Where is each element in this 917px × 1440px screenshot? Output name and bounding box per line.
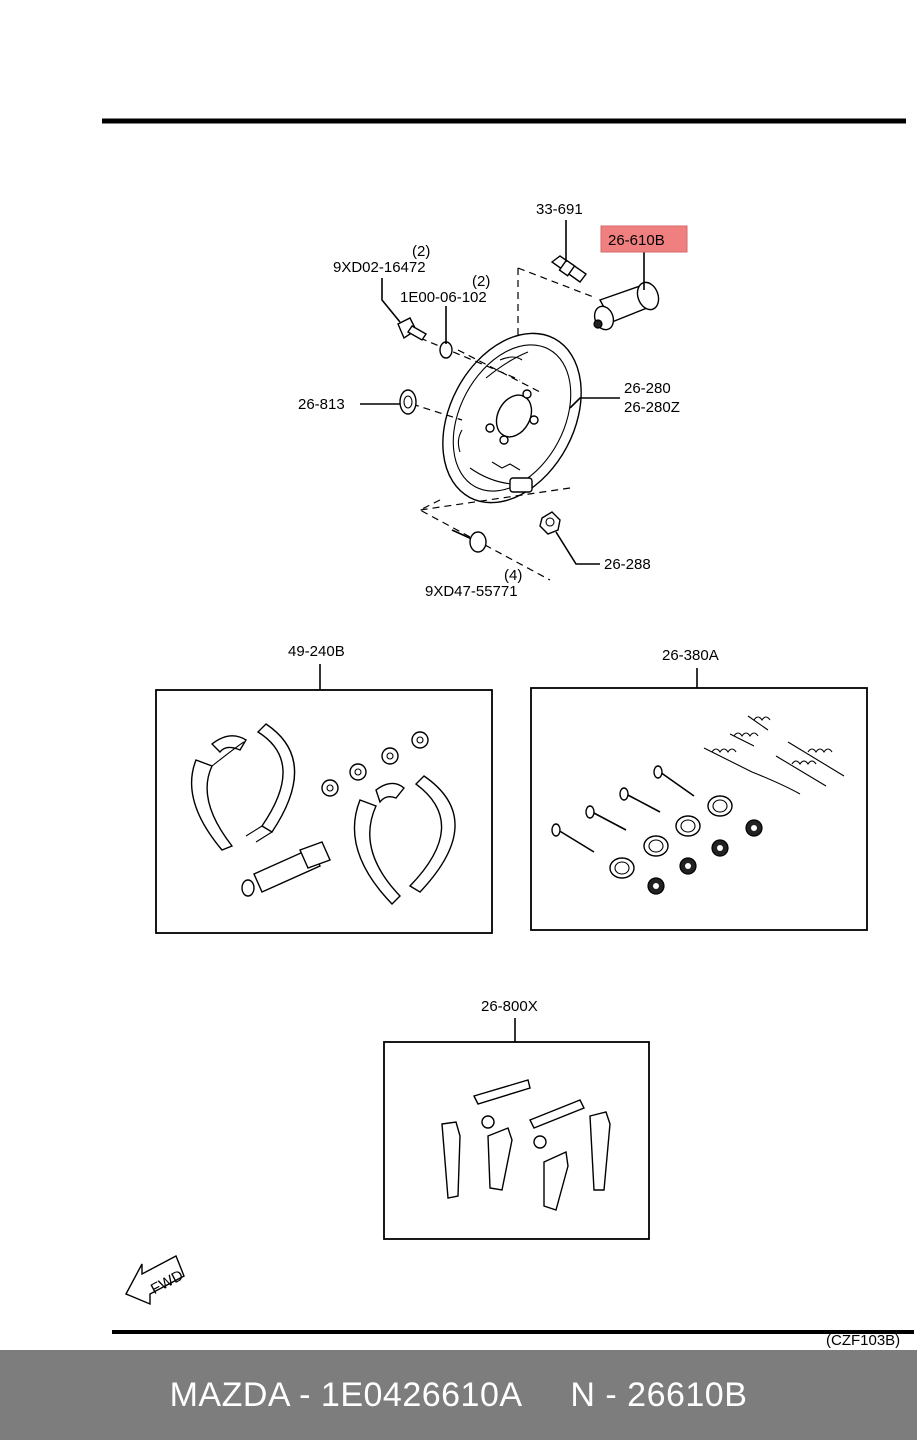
bolt xyxy=(397,317,427,341)
label-pin-qty: (4) xyxy=(504,567,522,584)
hold-down-pins xyxy=(551,765,695,853)
label-spring-kit: 26-380A xyxy=(662,647,719,664)
label-washer-qty: (2) xyxy=(472,273,490,290)
shoe-set-box xyxy=(155,689,493,934)
adjuster-levers xyxy=(441,1079,611,1211)
shoe-set-washers xyxy=(321,731,429,797)
label-pin-part: 9XD47-55771 xyxy=(425,583,518,600)
footer-text: MAZDA - 1E0426610A N - 26610B xyxy=(169,1375,748,1414)
label-grommet: 26-813 xyxy=(298,396,345,413)
adjuster xyxy=(241,841,331,897)
part-number-footer: MAZDA - 1E0426610A N - 26610B xyxy=(0,1350,917,1440)
highlight-box xyxy=(600,225,688,253)
springs xyxy=(703,715,845,795)
label-bolt-qty: (2) xyxy=(412,243,430,260)
label-nut: 26-288 xyxy=(604,556,651,573)
figure-code: (CZF103B) xyxy=(826,1332,900,1349)
label-wheel-cylinder: 26-610B xyxy=(608,232,665,249)
wheel-cylinder xyxy=(593,281,660,331)
adjuster-kit-box xyxy=(383,1041,650,1240)
label-bleeder-screw: 33-691 xyxy=(536,201,583,218)
nut xyxy=(539,511,561,535)
label-backing-plate-b: 26-280Z xyxy=(624,399,680,416)
label-shoe-set: 49-240B xyxy=(288,643,345,660)
spring-kit-box xyxy=(530,687,868,931)
fwd-arrow-icon: FWD xyxy=(125,1255,186,1306)
hold-down-pin xyxy=(451,529,487,553)
washer xyxy=(439,341,453,359)
retainer-cups xyxy=(647,819,763,895)
backing-plate xyxy=(442,332,582,504)
label-adjuster-kit: 26-800X xyxy=(481,998,538,1015)
label-bolt-part: 9XD02-16472 xyxy=(333,259,426,276)
grommet xyxy=(399,389,417,415)
parts-diagram: 33-691 26-610B (2) 9XD02-16472 (2) 1E00-… xyxy=(102,118,914,1349)
bleeder-screw xyxy=(550,255,587,283)
label-washer-part: 1E00-06-102 xyxy=(400,289,487,306)
label-backing-plate-a: 26-280 xyxy=(624,380,671,397)
hold-down-springs xyxy=(609,795,733,879)
brake-shoes xyxy=(190,723,456,905)
